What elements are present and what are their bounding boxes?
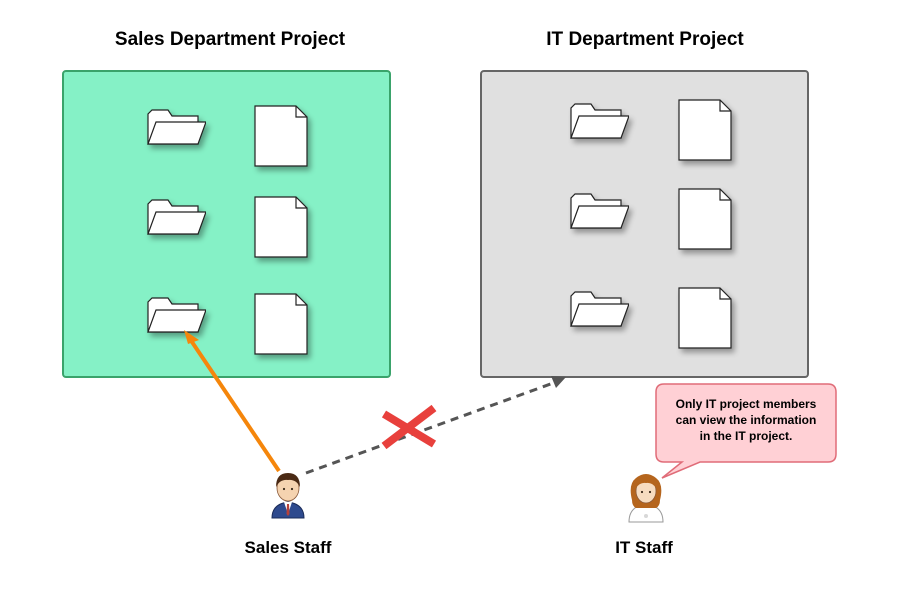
it-staff-label: IT Staff [615, 538, 673, 557]
it-project-title: IT Department Project [546, 29, 744, 50]
file-icon[interactable] [678, 287, 732, 349]
folder-icon[interactable] [147, 297, 206, 333]
female-user-icon[interactable] [628, 474, 664, 523]
callout-line-1: Only IT project members [675, 397, 817, 411]
callout-line-2: can view the information [675, 413, 817, 427]
folder-icon[interactable] [570, 103, 629, 139]
folder-icon[interactable] [570, 291, 629, 327]
access-allowed-arrow [184, 330, 281, 473]
folder-icon[interactable] [570, 193, 629, 229]
it-project-panel [480, 70, 809, 378]
file-icon[interactable] [254, 196, 308, 258]
folder-icon[interactable] [147, 109, 206, 145]
callout-text: Only IT project members can view the inf… [658, 396, 834, 444]
file-icon[interactable] [678, 99, 732, 161]
it-files [570, 99, 732, 349]
folder-icon[interactable] [147, 199, 206, 235]
file-icon[interactable] [254, 293, 308, 355]
file-icon[interactable] [254, 105, 308, 167]
sales-staff-label: Sales Staff [244, 538, 332, 557]
file-icon[interactable] [678, 188, 732, 250]
sales-files [147, 105, 308, 355]
access-denied-mark-icon [381, 404, 437, 450]
callout-line-3: in the IT project. [699, 429, 793, 443]
sales-project-panel [62, 70, 391, 378]
male-user-icon[interactable] [271, 473, 305, 519]
callout-bubble [655, 383, 837, 479]
access-denied-arrow [305, 376, 566, 475]
sales-project-title: Sales Department Project [114, 29, 346, 50]
